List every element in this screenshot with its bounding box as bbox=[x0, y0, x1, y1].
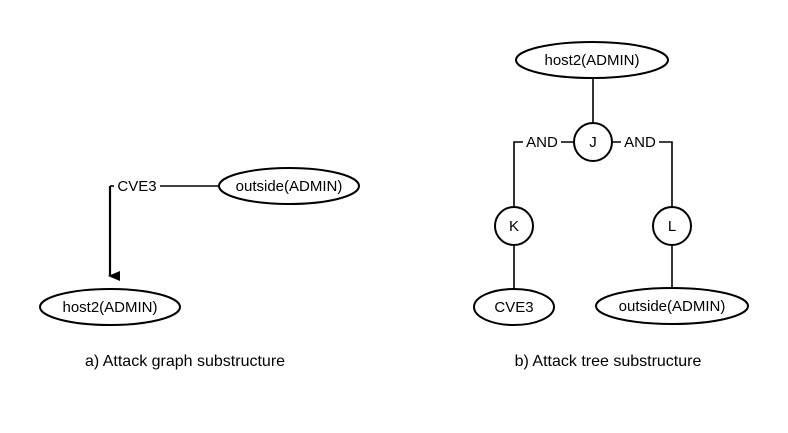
tree-edge-j-to-k bbox=[513, 141, 574, 208]
attack-tree-caption: b) Attack tree substructure bbox=[515, 353, 702, 370]
tree-and-left-label: AND bbox=[526, 134, 558, 151]
tree-node-k-label: K bbox=[509, 218, 519, 235]
tree-node-l-label: L bbox=[668, 218, 676, 235]
attack-tree-panel: host2(ADMIN) AND AND J K L CVE3 outside(… bbox=[473, 41, 749, 370]
graph-edge-label-cve3: CVE3 bbox=[117, 178, 156, 195]
tree-leaf-outside-admin bbox=[595, 287, 749, 325]
tree-node-j bbox=[573, 122, 613, 162]
attack-graph-panel: CVE3 outside(ADMIN) host2(ADMIN) a) Atta… bbox=[39, 167, 360, 370]
tree-leaf-cve3 bbox=[473, 288, 555, 326]
tree-edge-j-to-l bbox=[612, 141, 673, 208]
tree-leaf-cve3-label: CVE3 bbox=[494, 299, 533, 316]
tree-node-j-label: J bbox=[589, 134, 597, 151]
graph-node-host2-admin bbox=[39, 288, 181, 326]
graph-node-outside-admin-label: outside(ADMIN) bbox=[236, 178, 343, 195]
tree-node-l bbox=[652, 206, 692, 246]
graph-node-host2-admin-label: host2(ADMIN) bbox=[62, 299, 157, 316]
tree-root-label: host2(ADMIN) bbox=[544, 52, 639, 69]
tree-leaf-outside-admin-label: outside(ADMIN) bbox=[619, 298, 726, 315]
tree-and-right-label: AND bbox=[624, 134, 656, 151]
attack-graph-caption: a) Attack graph substructure bbox=[85, 353, 285, 370]
graph-node-outside-admin bbox=[218, 167, 360, 205]
tree-and-left-bg bbox=[523, 133, 561, 151]
tree-root-host2-admin bbox=[515, 41, 669, 79]
tree-node-k bbox=[494, 206, 534, 246]
tree-and-right-bg bbox=[621, 133, 659, 151]
